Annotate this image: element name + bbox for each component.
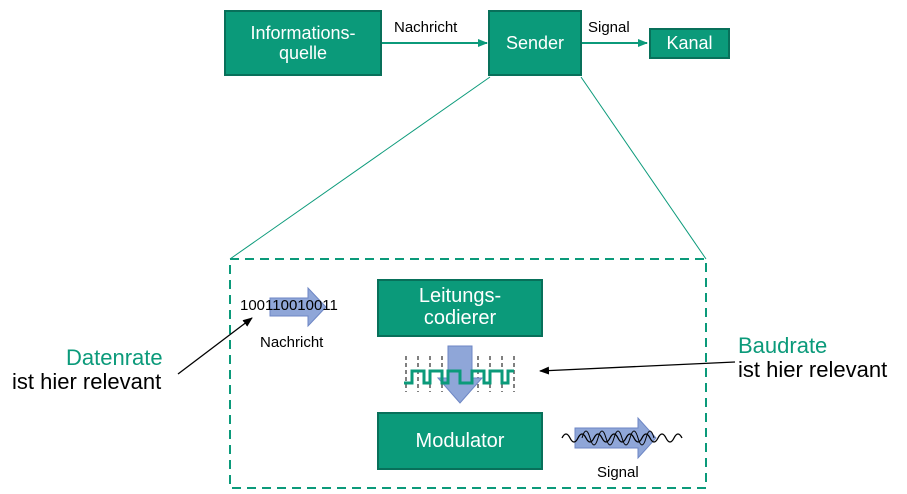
zoom-line-left — [229, 76, 491, 260]
channel-box: Kanal — [649, 28, 730, 59]
bit-sequence: 100110010011 — [240, 297, 338, 314]
sender-detail-frame — [229, 258, 707, 489]
data-rate-note: Datenrate ist hier relevant — [12, 345, 163, 395]
line-coder-label: Leitungs- codierer — [418, 285, 502, 329]
sender-box: Sender — [488, 10, 582, 76]
information-source-box: Informations- quelle — [224, 10, 382, 76]
data-rate-pointer — [177, 317, 253, 375]
baud-rate-pointer — [539, 361, 736, 375]
line-code-waveform — [404, 345, 515, 404]
baud-rate-note: Baudrate ist hier relevant — [738, 333, 888, 383]
line-coder-box: Leitungs- codierer — [377, 279, 543, 337]
message-edge-label: Nachricht — [394, 19, 458, 36]
data-rate-text: ist hier relevant — [12, 369, 162, 395]
channel-label: Kanal — [666, 33, 713, 54]
sender-label: Sender — [505, 32, 565, 53]
data-rate-title: Datenrate — [66, 345, 163, 370]
baud-rate-title: Baudrate — [738, 333, 828, 358]
message-caption: Nachricht — [260, 334, 324, 351]
message-arrow — [269, 286, 327, 328]
baud-rate-text: ist hier relevant — [738, 357, 888, 383]
modulated-signal — [561, 416, 683, 460]
modulator-label: Modulator — [415, 429, 505, 452]
signal-edge-label: Signal — [588, 19, 630, 36]
information-source-label: Informations- quelle — [250, 22, 356, 63]
modulator-box: Modulator — [377, 412, 543, 470]
zoom-line-right — [580, 76, 707, 260]
signal-caption: Signal — [597, 464, 639, 481]
